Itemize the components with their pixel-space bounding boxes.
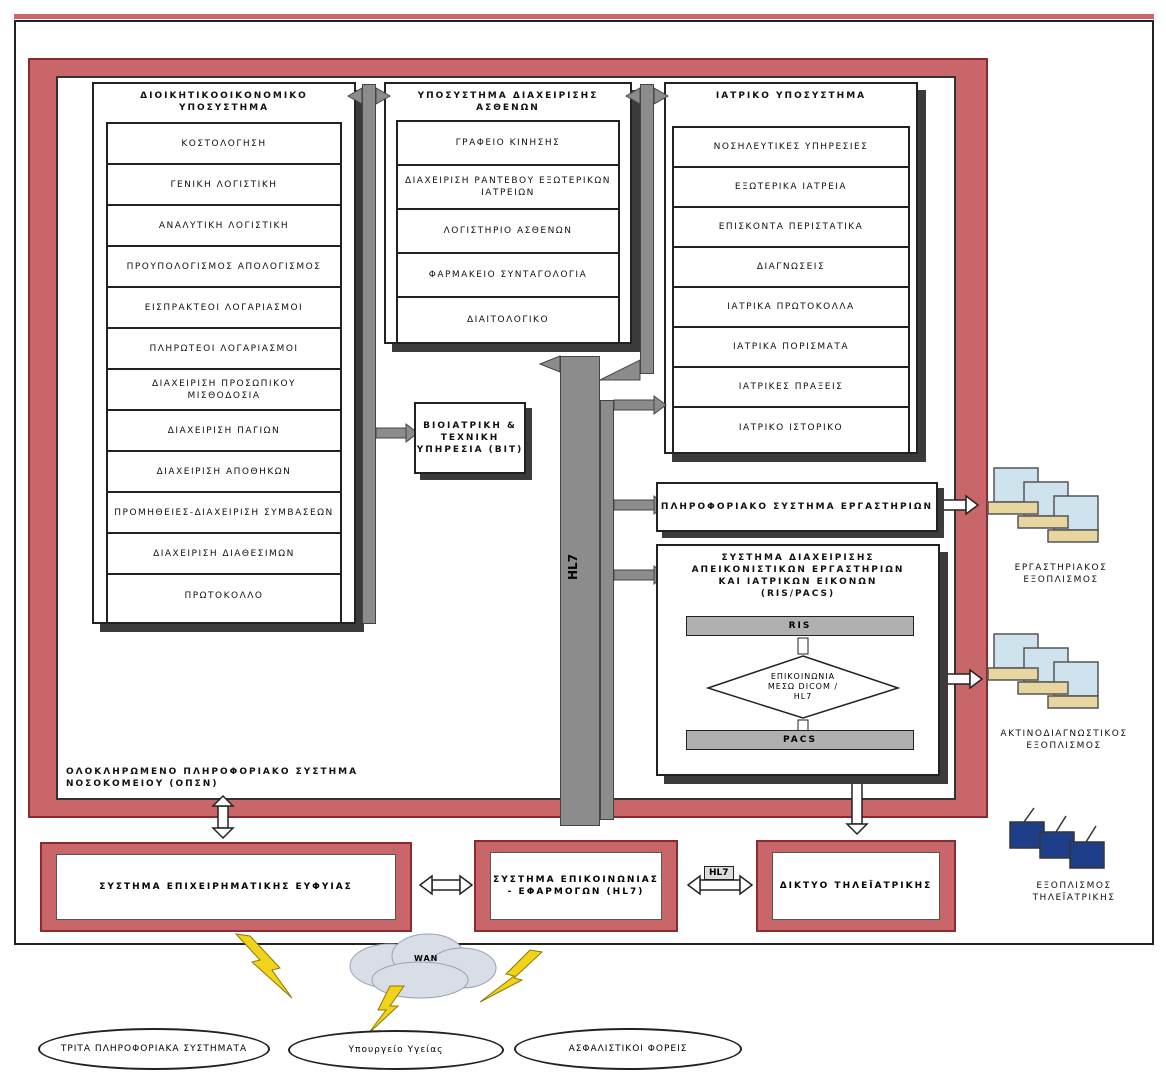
xray-equipment-caption: ΑΚΤΙΝΟΔΙΑΓΝΩΣΤΙΚΟΣ ΕΞΟΠΛΙΣΜΟΣ xyxy=(976,728,1152,752)
lab-equipment-icon xyxy=(984,462,1114,552)
opsn-label: ΟΛΟΚΛΗΡΩΜΕΝΟ ΠΛΗΡΟΦΟΡΙΑΚΟ ΣΥΣΤΗΜΑ ΝΟΣΟΚΟ… xyxy=(66,766,366,790)
xray-equipment-icon xyxy=(984,628,1114,718)
external-third-party: ΤΡΙΤΑ ΠΛΗΡΟΦΟΡΙΑΚΑ ΣΥΣΤΗΜΑΤΑ xyxy=(38,1028,270,1070)
tele-equipment-caption: ΕΞΟΠΛΙΣΜΟΣ ΤΗΛΕΪΑΤΡΙΚΗΣ xyxy=(1014,880,1134,904)
hl7-small-label: HL7 xyxy=(704,866,734,880)
lab-system-box: ΠΛΗΡΟΦΟΡΙΑΚΟ ΣΥΣΤΗΜΑ ΕΡΓΑΣΤΗΡΙΩΝ xyxy=(656,482,938,532)
wan-label: WAN xyxy=(414,954,438,963)
imaging-panel: ΣΥΣΤΗΜΑ ΔΙΑΧΕΙΡΙΣΗΣ ΑΠΕΙΚΟΝΙΣΤΙΚΩΝ ΕΡΓΑΣ… xyxy=(656,544,940,776)
comm-app-label: ΣΥΣΤΗΜΑ ΕΠΙΚΟΙΝΩΝΙΑΣ - ΕΦΑΡΜΟΓΩΝ (HL7) xyxy=(490,852,662,920)
bi-label: ΣΥΣΤΗΜΑ ΕΠΙΧΕΙΡΗΜΑΤΙΚΗΣ ΕΥΦΥΙΑΣ xyxy=(56,854,396,920)
tele-equipment-icon xyxy=(1004,804,1114,874)
comm-app-box: ΣΥΣΤΗΜΑ ΕΠΙΚΟΙΝΩΝΙΑΣ - ΕΦΑΡΜΟΓΩΝ (HL7) xyxy=(474,840,678,932)
ris-label: RIS xyxy=(789,621,812,631)
comm-label: ΕΠΙΚΟΙΝΩΝΙΑ ΜΕΣΩ DICOM / HL7 xyxy=(758,672,848,702)
bi-box: ΣΥΣΤΗΜΑ ΕΠΙΧΕΙΡΗΜΑΤΙΚΗΣ ΕΥΦΥΙΑΣ xyxy=(40,842,412,932)
imaging-title: ΣΥΣΤΗΜΑ ΔΙΑΧΕΙΡΙΣΗΣ ΑΠΕΙΚΟΝΙΣΤΙΚΩΝ ΕΡΓΑΣ… xyxy=(682,552,914,600)
wan-network xyxy=(200,930,760,1040)
pacs-box: PACS xyxy=(686,730,914,750)
tele-box: ΔΙΚΤΥΟ ΤΗΛΕΪΑΤΡΙΚΗΣ xyxy=(756,840,956,932)
biomed-box: ΒΙΟΙΑΤΡΙΚΗ & ΤΕΧΝΙΚΗ ΥΠΗΡΕΣΙΑ (ΒΙΤ) xyxy=(414,402,526,474)
external-ministry: Υπουργείο Υγείας xyxy=(288,1030,504,1070)
ris-box: RIS xyxy=(686,616,914,636)
lab-equipment-caption: ΕΡΓΑΣΤΗΡΙΑΚΟΣ ΕΞΟΠΛΙΣΜΟΣ xyxy=(986,562,1136,586)
tele-label: ΔΙΚΤΥΟ ΤΗΛΕΪΑΤΡΙΚΗΣ xyxy=(772,852,940,920)
external-insurers: ΑΣΦΑΛΙΣΤΙΚΟΙ ΦΟΡΕΙΣ xyxy=(514,1028,742,1070)
pacs-label: PACS xyxy=(783,735,817,745)
